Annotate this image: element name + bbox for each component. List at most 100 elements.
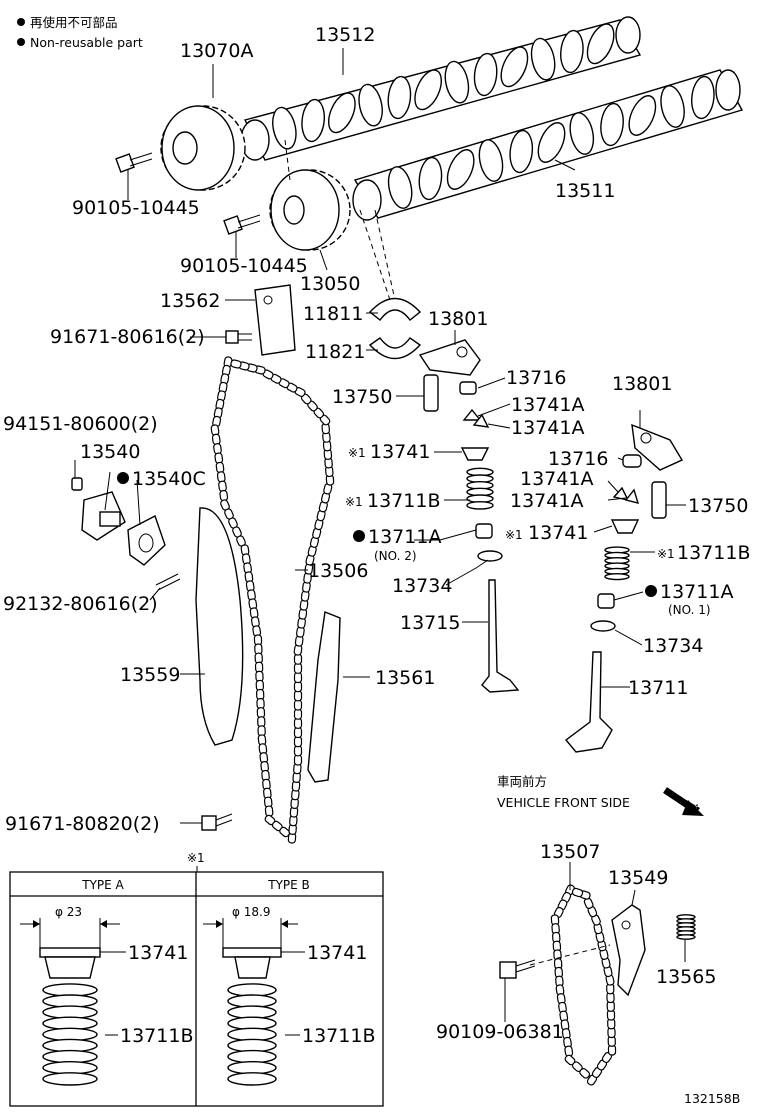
bearing-11821 [368,337,422,360]
label-13716-b: 13716 [548,448,608,470]
label-90109: 90109-06381 [436,1021,564,1043]
retainer-13741-a [460,447,490,461]
chain-link [218,480,227,492]
valve-spring-13711B-a [466,467,494,510]
spring-coil [227,1049,277,1064]
cam-lobe [272,106,297,150]
label-13741A-3: 13741A [520,468,593,490]
cam-lobe [500,46,529,88]
spring-coil [227,983,277,997]
non-reusable-dot-icon [117,472,129,484]
cam-lobe [600,102,624,147]
lash-adjuster-13750-b [651,481,667,519]
chain-link [213,443,222,455]
label-90105-upper: 90105-10445 [72,197,200,219]
chain-link [293,717,303,729]
spring-coil [42,1049,98,1064]
cam-lobe [628,95,657,136]
tensioner-spring-13565 [676,914,696,940]
type-a-retainer-body [44,956,96,979]
type-b-retainer-label: 13741 [307,942,367,964]
chain-link [571,887,584,898]
cam-lobe [569,112,595,155]
vehicle-front-jp: 車両前方 [497,774,547,789]
leader-lines [74,48,686,1022]
camshaft-upper [240,16,642,161]
label-13711: 13711 [628,677,688,699]
label-94151: 94151-80600(2) [3,413,158,435]
label-91671-80820: 91671-80820(2) [5,813,160,835]
label-13512: 13512 [315,24,375,46]
label-90105-lower: 90105-10445 [180,255,308,277]
cam-lobe [537,122,566,163]
valve-key-13741A-b [472,413,490,428]
type-b-spring [227,983,277,1086]
chain-link [230,359,242,369]
note-mark: ※1 [657,547,675,561]
cam-lobe [418,156,443,201]
label-13561: 13561 [375,667,435,689]
chain-link [211,433,221,446]
spring-coil [227,994,277,1008]
chain-link [293,699,303,711]
camshaft-timing-gear-13050 [269,169,351,251]
chain-slipper-13559 [195,507,244,746]
spring-seat-13734-b [590,620,616,632]
spring-coil [227,1016,277,1031]
label-13750-b: 13750 [688,495,748,517]
spring-coil [676,934,696,940]
oil-pump-chain-13507 [550,884,617,1086]
cam-lobe [446,149,475,190]
label-13565: 13565 [656,966,716,988]
label-11821: 11821 [305,341,365,363]
spring-coil [604,573,630,581]
spring-coil [227,1072,277,1086]
cam-lobe [530,37,556,81]
label-13540: 13540 [80,441,140,463]
type-a-retainer-label: 13741 [128,942,188,964]
label-13559: 13559 [120,664,180,686]
note-mark: ※1 [505,528,523,542]
spring-coil [42,1060,98,1075]
spring-coil [42,1038,98,1053]
label-13511: 13511 [555,180,615,202]
cam-lobe [473,52,498,97]
spring-coil [42,983,98,997]
alignment-line [529,944,611,966]
spring-coil [466,500,494,510]
label-no2: (NO. 2) [374,549,417,563]
chain-link [293,662,303,674]
alignment-line [374,209,396,301]
type-b-diameter: φ 18.9 [232,905,270,919]
camshaft-lower [352,69,744,221]
cam-lobe [387,166,413,209]
label-13711B-b: 13711B [677,542,750,564]
stem-seal-13711A-a [475,523,493,539]
bolt-90105-upper-icon [115,152,153,173]
type-b-retainer [222,947,282,958]
valve-13715 [481,579,520,693]
label-13711B-a: 13711B [367,490,440,512]
non-reusable-dot-icon [645,585,657,597]
label-13562: 13562 [160,290,220,312]
spring-coil [42,1027,98,1042]
chain-link [216,471,226,483]
bearing-11811 [368,297,422,321]
chain-tensioner-plate-13549 [611,904,646,997]
spring-coil [227,1027,277,1042]
vehicle-front-en: VEHICLE FRONT SIDE [497,795,630,810]
label-13716-a: 13716 [506,367,566,389]
valve-13711 [564,651,613,753]
spring-coil [227,1060,277,1075]
spring-coil [42,1072,98,1086]
chain-link [293,726,303,739]
label-no1: (NO. 1) [668,603,711,617]
rocker-arm-13801-b [631,423,684,471]
bolt-91671-icon [225,330,252,344]
cam-lobe [586,23,615,65]
label-13734-a: 13734 [392,575,452,597]
spring-coil [42,1005,98,1020]
label-13549: 13549 [608,867,668,889]
label-13070A: 13070A [180,40,253,62]
